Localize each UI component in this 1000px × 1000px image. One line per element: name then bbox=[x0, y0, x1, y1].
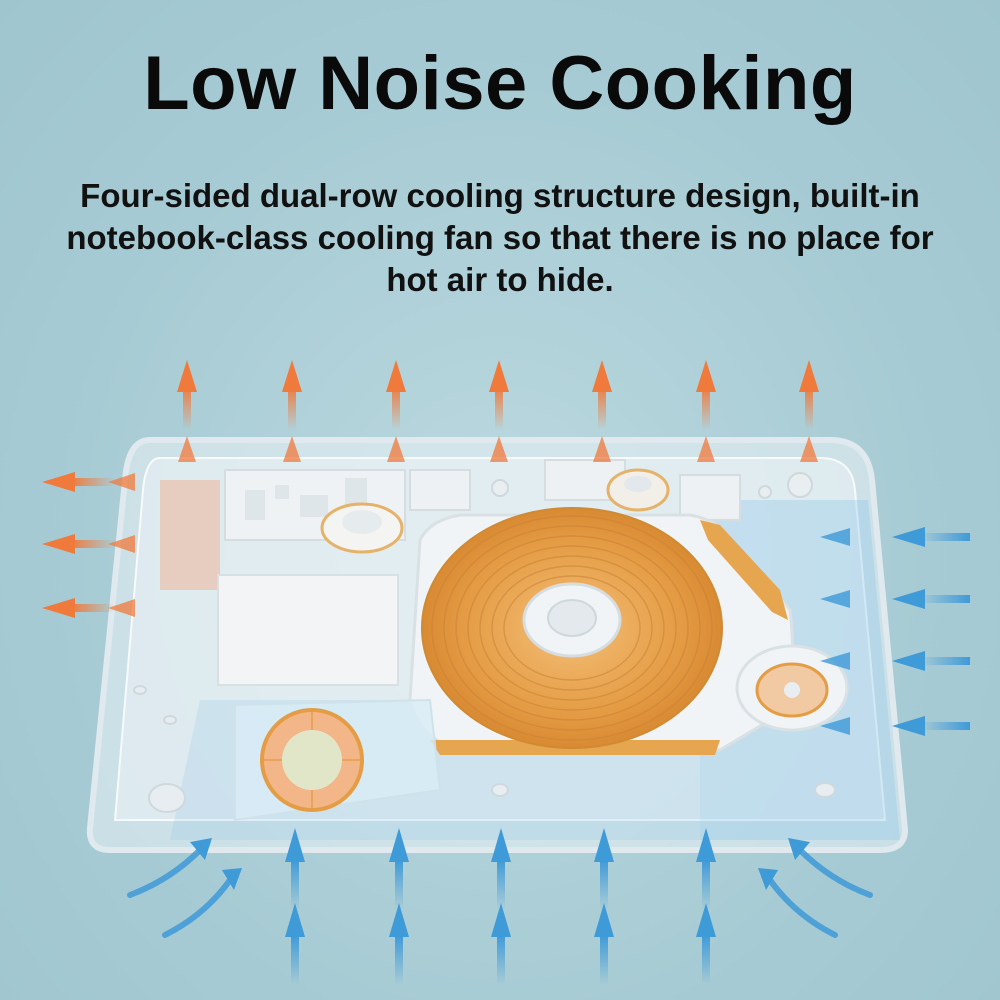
cool-air-arrow-icon bbox=[892, 589, 970, 609]
hot-air-arrow-icon bbox=[592, 360, 612, 430]
page-title: Low Noise Cooking bbox=[143, 41, 857, 126]
hot-air-arrow-icon bbox=[282, 360, 302, 430]
cool-air-arrow-icon bbox=[389, 903, 409, 985]
feature-description: Four-sided dual-row cooling structure de… bbox=[66, 177, 934, 298]
hot-air-arrow-icon bbox=[696, 360, 716, 430]
hot-air-arrow-icon bbox=[386, 360, 406, 430]
cool-air-arrows-right bbox=[820, 527, 970, 736]
cool-air-arrow-icon bbox=[594, 903, 614, 985]
hot-air-arrow-icon bbox=[42, 472, 115, 492]
hot-air-arrow-icon bbox=[177, 360, 197, 430]
cooling-fan-small bbox=[735, 644, 849, 732]
cool-air-arrow-icon bbox=[696, 828, 716, 910]
hot-air-arrow-icon bbox=[489, 360, 509, 430]
cool-air-arrow-icon bbox=[389, 828, 409, 910]
cool-air-arrow-icon bbox=[696, 903, 716, 985]
mounting-posts bbox=[133, 685, 836, 813]
cool-air-arrow-icon bbox=[892, 716, 970, 736]
hot-air-arrow-icon bbox=[799, 360, 819, 430]
cool-air-arrow-icon bbox=[892, 651, 970, 671]
cool-air-arrow-icon bbox=[892, 527, 970, 547]
coil-assembly bbox=[408, 507, 794, 755]
hot-air-arrows-left bbox=[42, 472, 135, 618]
cool-air-arrow-icon bbox=[491, 903, 511, 985]
cooling-fan-main bbox=[234, 698, 442, 822]
cool-air-arrow-icon bbox=[285, 828, 305, 910]
cool-air-arrow-icon bbox=[594, 828, 614, 910]
hot-air-arrows-top bbox=[177, 360, 819, 462]
cool-air-arrow-icon bbox=[491, 828, 511, 910]
circuit-board bbox=[160, 459, 813, 686]
hot-air-arrow-icon bbox=[42, 598, 115, 618]
cool-air-arrows-bottom bbox=[127, 828, 873, 985]
hot-air-arrow-icon bbox=[42, 534, 115, 554]
cool-air-arrow-icon bbox=[285, 903, 305, 985]
